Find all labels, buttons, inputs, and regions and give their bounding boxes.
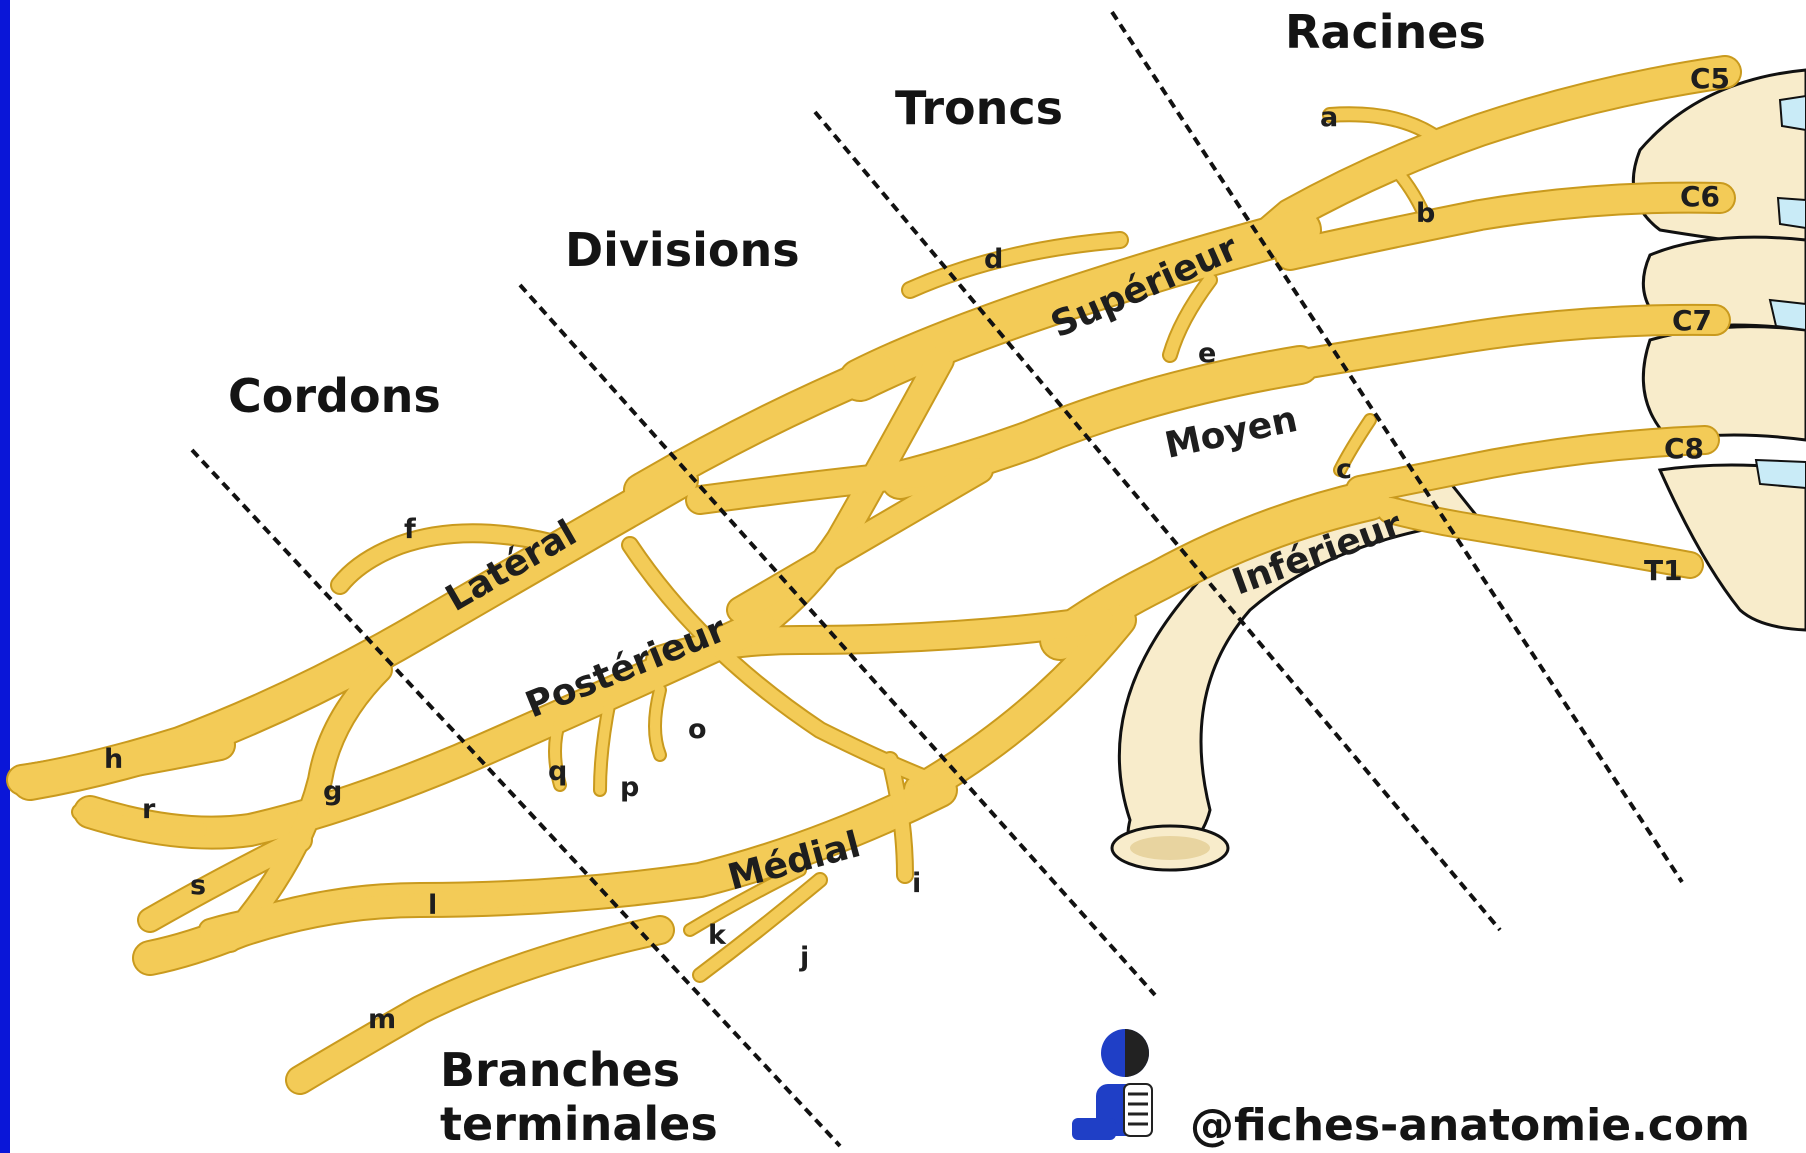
vertebra-c7 bbox=[1641, 325, 1806, 442]
nerve-root-t1 bbox=[1378, 498, 1702, 577]
nerve-branch-a bbox=[1324, 108, 1446, 146]
nerve-branch-j bbox=[694, 874, 826, 981]
nerve-branch-k bbox=[685, 865, 805, 935]
vertebra-t1 bbox=[1657, 463, 1806, 632]
branch-letter-i: i bbox=[912, 868, 921, 899]
root-label-c5: C5 bbox=[1690, 62, 1730, 95]
root-label-t1: T1 bbox=[1644, 554, 1683, 587]
nerve-branch-p bbox=[595, 695, 615, 795]
disc-4 bbox=[1754, 458, 1806, 490]
nerve-root-c8 bbox=[1347, 427, 1718, 503]
branch-letter-g: g bbox=[323, 776, 342, 807]
section-title-divisions: Divisions bbox=[565, 223, 800, 277]
branch-letter-a: a bbox=[1320, 102, 1338, 133]
nerve-branch-s bbox=[139, 829, 311, 931]
branch-letter-e: e bbox=[1198, 338, 1216, 369]
section-title-racines: Racines bbox=[1285, 5, 1486, 59]
nerve-branch-r bbox=[73, 805, 207, 837]
nerve-branch-o bbox=[650, 685, 665, 760]
divider-trunks-divisions bbox=[813, 110, 1502, 932]
nerve-cord-lateral bbox=[13, 463, 697, 799]
branch-letter-m: m bbox=[368, 1004, 396, 1035]
nerve-fill-layer bbox=[8, 57, 1740, 1093]
left-edge-bar bbox=[0, 0, 10, 1153]
nerve-div-sup-post bbox=[727, 347, 953, 653]
rib-cut-face bbox=[1130, 836, 1210, 860]
nerve-branch-g bbox=[219, 659, 391, 951]
branch-letter-k: k bbox=[708, 920, 727, 951]
branch-letter-o: o bbox=[688, 714, 707, 745]
branch-letter-d: d bbox=[984, 244, 1003, 275]
branch-letter-b: b bbox=[1416, 198, 1435, 229]
divider-cords-branches bbox=[190, 448, 842, 1148]
nerve-root-c7 bbox=[1266, 305, 1729, 382]
branch-letter-h: h bbox=[104, 744, 123, 775]
section-title-cordons: Cordons bbox=[228, 369, 441, 423]
disc-1 bbox=[1778, 94, 1806, 132]
credit-text: @fiches-anatomie.com bbox=[1190, 1100, 1750, 1151]
branch-letter-f: f bbox=[404, 514, 416, 545]
nerve-trunk-superior bbox=[840, 210, 1320, 400]
branch-letter-p: p bbox=[620, 772, 639, 803]
nerve-branch-q bbox=[550, 715, 565, 790]
section-title-terminales: terminales bbox=[440, 1097, 718, 1151]
divider-divisions-cords bbox=[518, 283, 1157, 997]
nerve-branch-d bbox=[903, 233, 1127, 297]
nerve-div-mid-ant bbox=[687, 457, 973, 513]
disc-3 bbox=[1768, 298, 1806, 332]
branch-letter-l: l bbox=[428, 890, 437, 921]
nerve-branch-e bbox=[1164, 274, 1216, 361]
nerve-div-inf-ant bbox=[905, 605, 1135, 805]
nerve-root-c5 bbox=[1240, 57, 1740, 260]
section-title-branches: Branches bbox=[440, 1043, 680, 1097]
nerve-branch-pec bbox=[623, 538, 937, 787]
root-label-c7: C7 bbox=[1672, 304, 1712, 337]
branch-letter-j: j bbox=[799, 942, 809, 973]
nerve-div-mid-post bbox=[728, 458, 992, 622]
section-title-troncs: Troncs bbox=[895, 81, 1063, 135]
nerve-branch-i bbox=[883, 753, 912, 882]
nerve-branch-f bbox=[332, 525, 578, 593]
branch-letter-c: c bbox=[1336, 454, 1352, 485]
nerve-root-c6 bbox=[1276, 183, 1734, 269]
nerve-branch-b bbox=[1395, 170, 1435, 235]
root-label-c8: C8 bbox=[1664, 432, 1704, 465]
nerve-branch-c bbox=[1335, 415, 1375, 475]
disc-2 bbox=[1776, 196, 1806, 230]
credit-logo-icon bbox=[1072, 1029, 1153, 1140]
root-label-c6: C6 bbox=[1680, 180, 1720, 213]
branch-letter-q: q bbox=[548, 756, 567, 787]
branch-letter-r: r bbox=[142, 794, 156, 825]
branch-letter-s: s bbox=[190, 870, 206, 901]
nerve-branch-l bbox=[200, 880, 610, 940]
divider-roots-trunks bbox=[1110, 10, 1684, 884]
nerve-branch-m bbox=[287, 917, 673, 1093]
nerve-branch-h bbox=[8, 731, 234, 794]
